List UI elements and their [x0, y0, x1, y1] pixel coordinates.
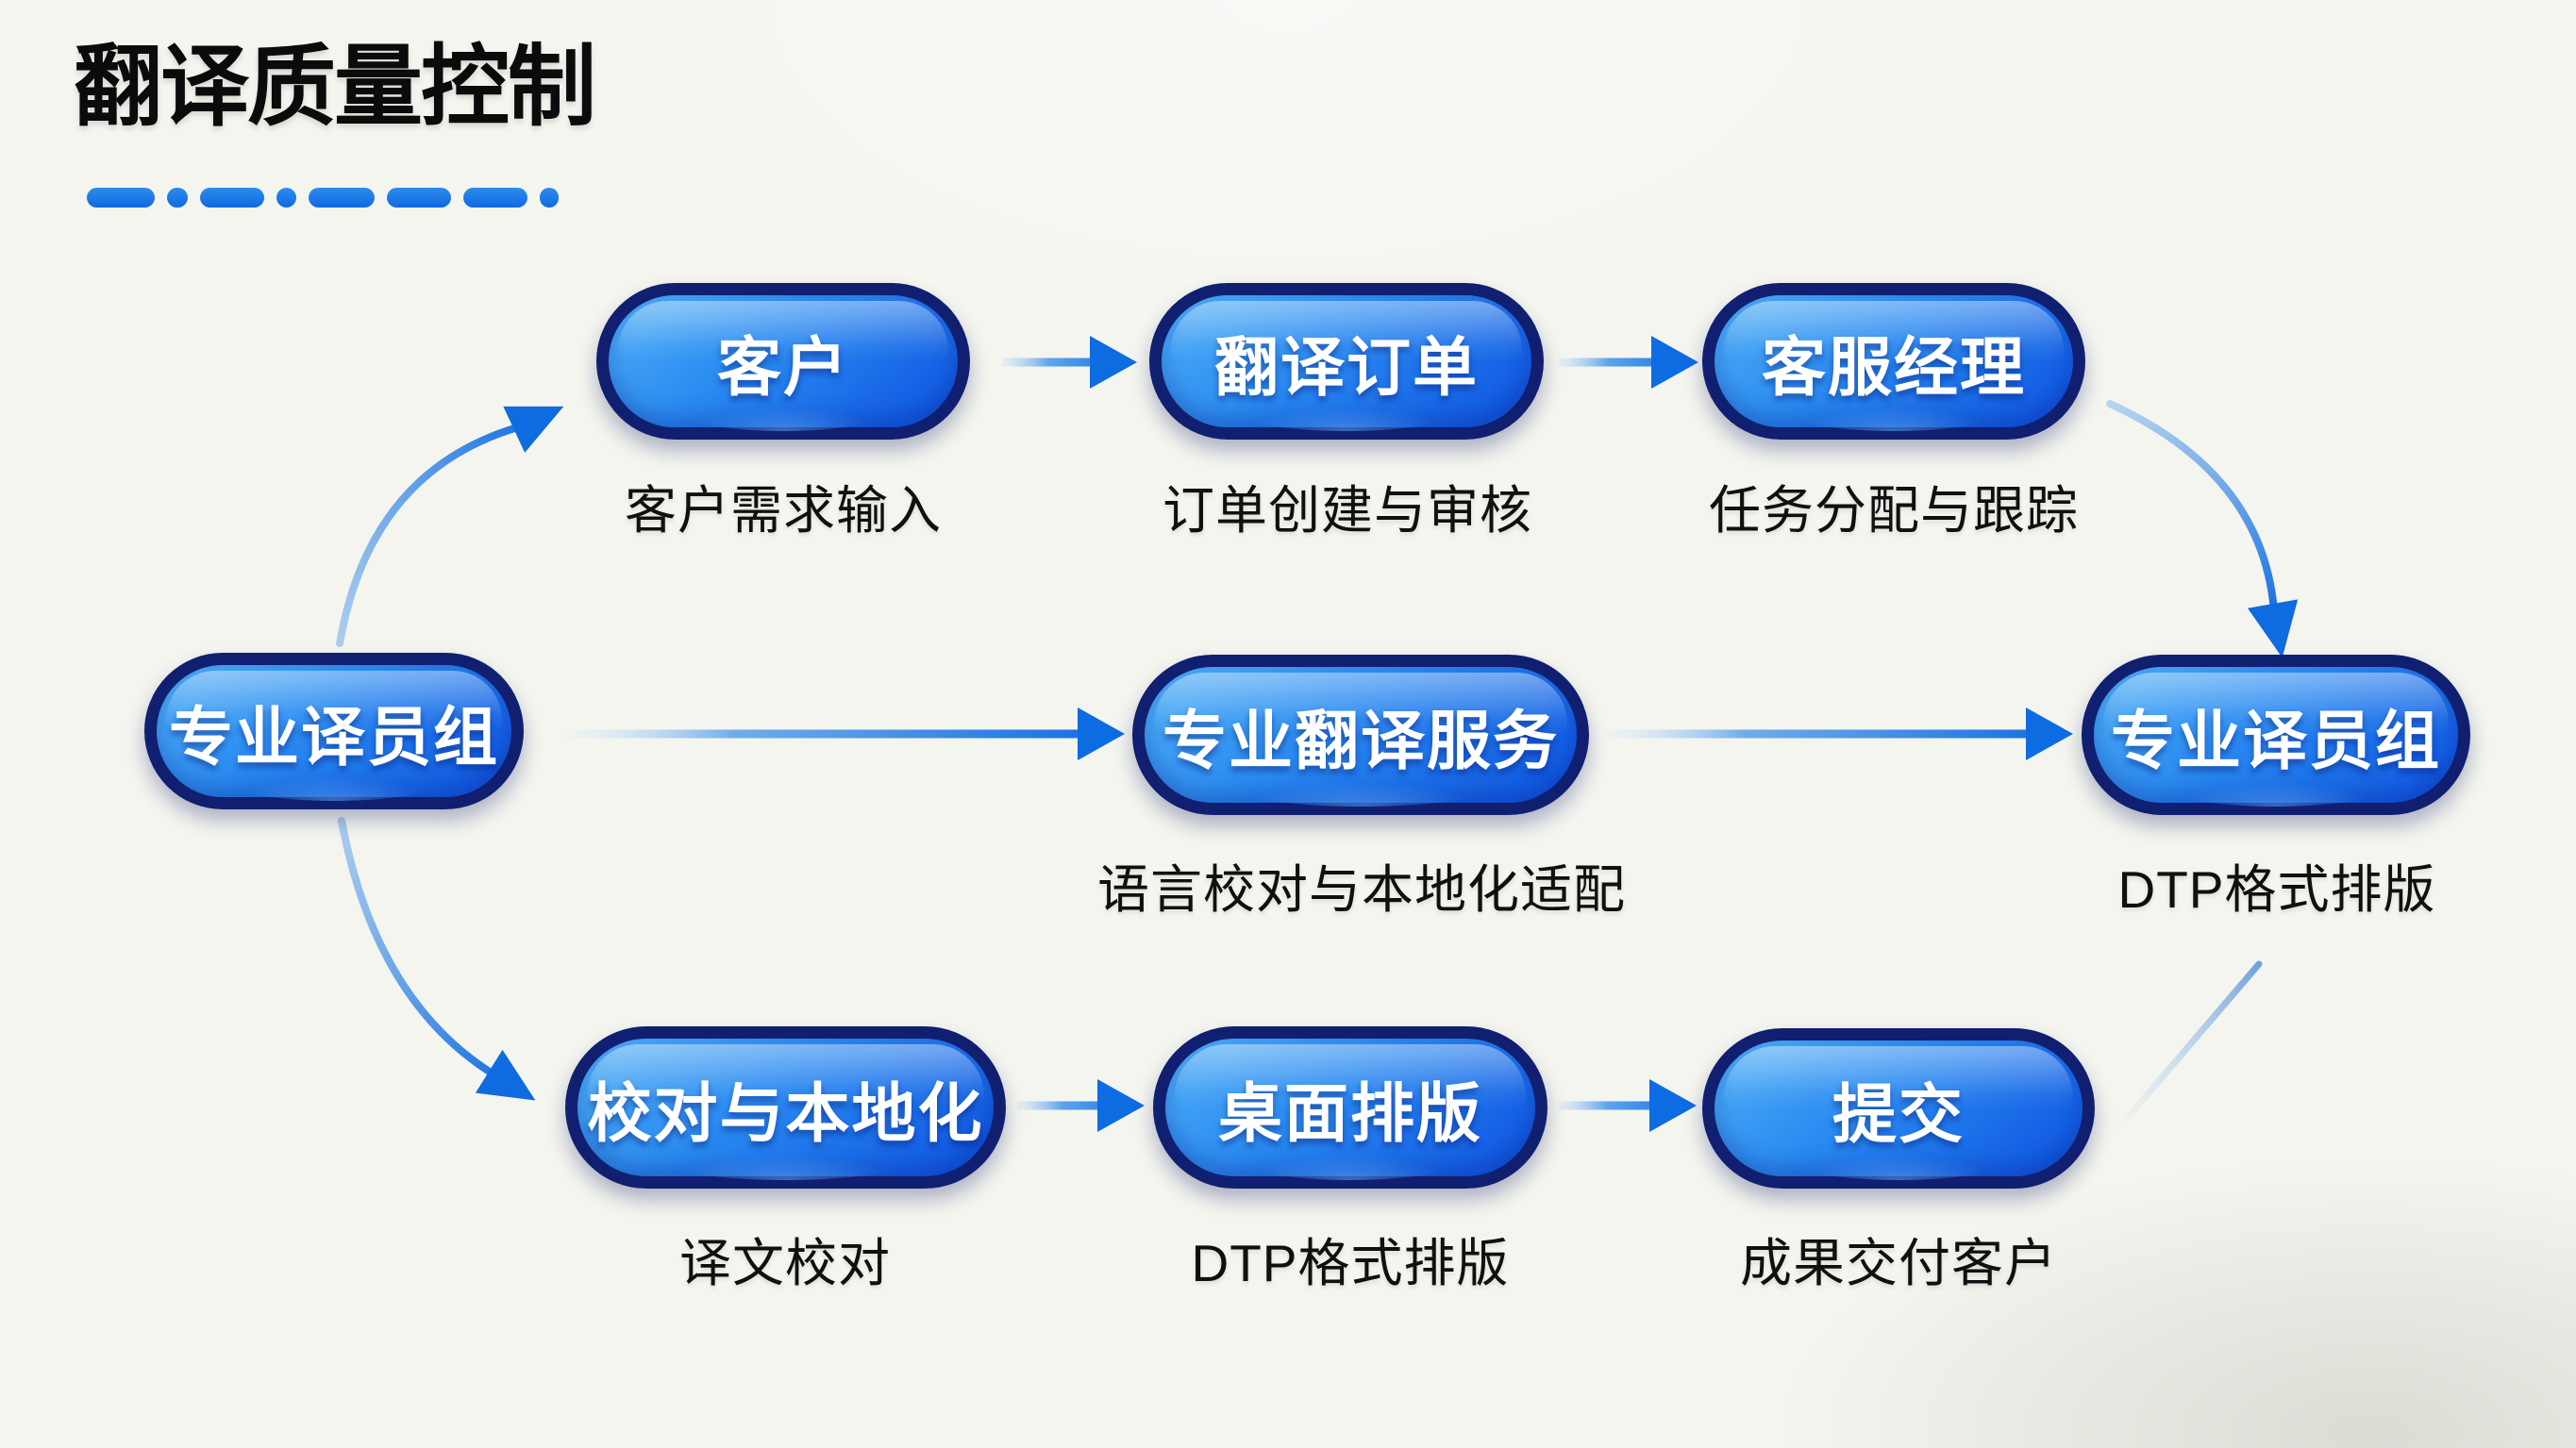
node-service-manager-label: 客服经理 — [1761, 331, 2026, 404]
arrow-team-left-to-customer — [336, 406, 564, 647]
node-translator-team-right-label: 专业译员组 — [2110, 705, 2441, 777]
node-translation-order-sublabel: 订单创建与审核 — [1162, 481, 1533, 540]
arrow-proofreading-to-dtp — [1017, 1079, 1145, 1132]
node-translation-service-sublabel: 语言校对与本地化适配 — [1096, 860, 1627, 919]
node-translation-service-label: 专业翻译服务 — [1162, 705, 1559, 777]
node-service-manager: 客服经理 — [1702, 283, 2085, 440]
arrow-team-left-to-proofreading — [338, 817, 536, 1101]
arrow-service-to-team-right — [1604, 707, 2073, 760]
dash-segment — [463, 188, 527, 208]
title-underline-dashes — [87, 188, 559, 208]
node-customer: 客户 — [596, 283, 970, 440]
node-desktop-publishing: 桌面排版 — [1153, 1026, 1547, 1189]
node-translator-team-left-label: 专业译员组 — [168, 701, 499, 774]
node-translator-team-right: 专业译员组 — [2082, 655, 2470, 815]
node-proofreading-localization-sublabel: 译文校对 — [678, 1234, 892, 1292]
arrow-customer-to-order — [1002, 336, 1137, 389]
node-translation-order: 翻译订单 — [1149, 283, 1544, 440]
node-submit-label: 提交 — [1832, 1078, 1965, 1151]
arrow-dtp-to-submit — [1559, 1079, 1697, 1132]
dash-dot — [276, 188, 296, 208]
page-title: 翻译质量控制 — [74, 37, 596, 136]
node-proofreading-localization: 校对与本地化 — [565, 1026, 1006, 1189]
node-translator-team-right-sublabel: DTP格式排版 — [2117, 860, 2436, 919]
arrow-order-to-manager — [1559, 336, 1698, 389]
dash-dot — [167, 188, 188, 208]
dash-segment — [200, 188, 264, 208]
arrow-team-right-to-submit — [2110, 960, 2263, 1138]
node-customer-label: 客户 — [716, 331, 849, 404]
dash-segment — [309, 188, 375, 208]
dash-segment — [87, 188, 155, 208]
node-submit-sublabel: 成果交付客户 — [1739, 1234, 2058, 1292]
node-customer-sublabel: 客户需求输入 — [624, 481, 943, 540]
arrow-manager-to-team-right — [2106, 400, 2299, 658]
node-translation-service: 专业翻译服务 — [1132, 655, 1589, 815]
node-desktop-publishing-label: 桌面排版 — [1217, 1077, 1482, 1150]
node-translator-team-left: 专业译员组 — [144, 653, 524, 809]
node-submit: 提交 — [1702, 1028, 2095, 1189]
node-proofreading-localization-label: 校对与本地化 — [587, 1077, 984, 1150]
node-service-manager-sublabel: 任务分配与跟踪 — [1708, 481, 2080, 540]
node-desktop-publishing-sublabel: DTP格式排版 — [1191, 1234, 1510, 1292]
dash-dot — [540, 188, 559, 208]
dash-segment — [387, 188, 451, 208]
arrow-team-left-to-service — [566, 707, 1125, 760]
node-translation-order-label: 翻译订单 — [1213, 331, 1479, 404]
